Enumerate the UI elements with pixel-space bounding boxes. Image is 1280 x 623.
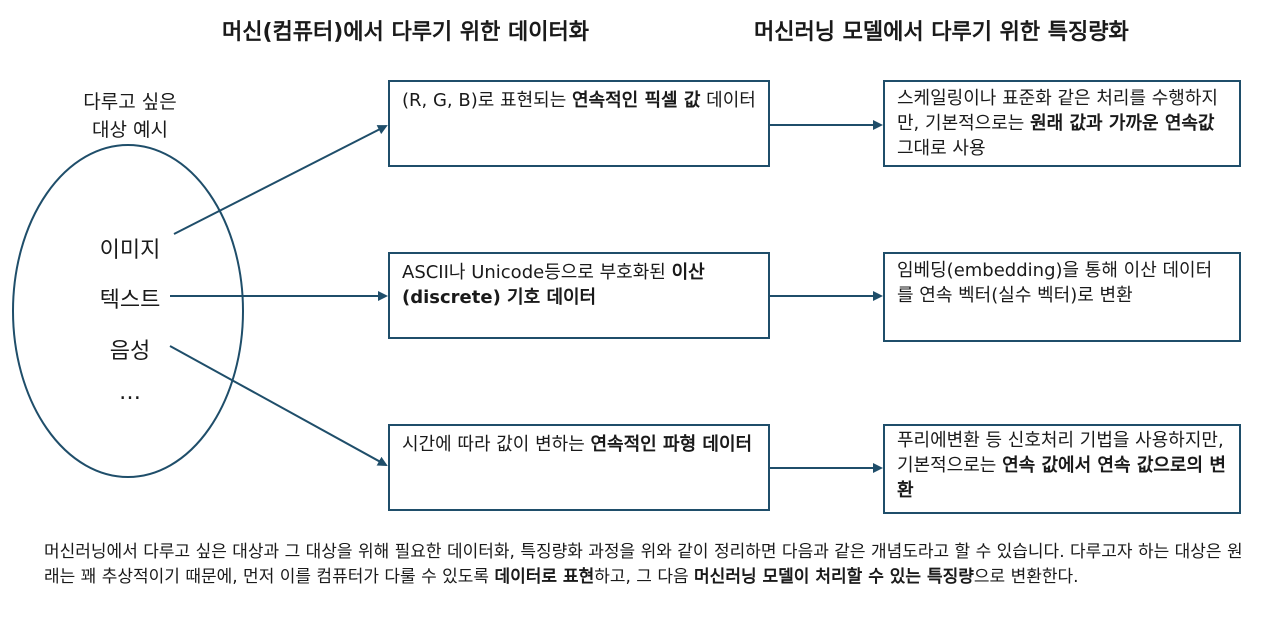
feature-box-image-bold: 원래 값과 가까운 연속값 — [1030, 113, 1215, 134]
header-datafication: 머신(컴퓨터)에서 다루기 위한 데이터화 — [222, 20, 589, 45]
data-box-audio: 시간에 따라 값이 변하는 연속적인 파형 데이터 — [388, 424, 770, 511]
feature-box-text-text: 임베딩(embedding)을 통해 이산 데이터를 연속 벡터(실수 벡터)로… — [897, 260, 1213, 306]
arrow-audio-to-data — [169, 345, 388, 466]
footer-text-2: 하고, 그 다음 — [594, 567, 695, 587]
footer-bold-2: 머신러닝 모델이 처리할 수 있는 특징량 — [694, 567, 974, 587]
data-box-text: ASCII나 Unicode등으로 부호화된 이산(discrete) 기호 데… — [388, 252, 770, 339]
data-box-image: (R, G, B)로 표현되는 연속적인 픽셀 값 데이터 — [388, 80, 770, 167]
feature-box-image: 스케일링이나 표준화 같은 처리를 수행하지만, 기본적으로는 원래 값과 가까… — [883, 80, 1241, 167]
header-featurization: 머신러닝 모델에서 다루기 위한 특징량화 — [754, 20, 1129, 45]
data-box-image-text: (R, G, B)로 표현되는 — [402, 90, 572, 111]
ellipse-title-line2: 대상 예시 — [92, 119, 168, 141]
footer-text-3: 으로 변환한다. — [973, 567, 1079, 587]
data-box-image-tail: 데이터 — [700, 90, 756, 111]
ellipse-title-line1: 다루고 싶은 — [83, 91, 177, 113]
arrow-image-to-data — [173, 125, 388, 235]
feature-box-image-text: 스케일링이나 표준화 같은 처리를 수행하지만, 기본적으로는 — [897, 88, 1218, 134]
footer-bold-1: 데이터로 표현 — [494, 567, 595, 587]
data-box-text-bold: 이산(discrete) 기호 데이터 — [402, 262, 705, 308]
target-item-text: 텍스트 — [99, 288, 161, 313]
data-box-text-text: ASCII나 Unicode등으로 부호화된 — [402, 262, 672, 283]
target-item-audio: 음성 — [109, 339, 151, 364]
data-box-audio-text: 시간에 따라 값이 변하는 — [402, 434, 591, 455]
target-item-ellipsis: … — [119, 380, 141, 405]
feature-box-text: 임베딩(embedding)을 통해 이산 데이터를 연속 벡터(실수 벡터)로… — [883, 252, 1241, 342]
feature-box-image-tail: 그대로 사용 — [897, 138, 986, 159]
target-item-image: 이미지 — [99, 238, 161, 263]
feature-box-audio-bold: 연속 값에서 연속 값으로의 변환 — [897, 455, 1226, 501]
data-box-audio-bold: 연속적인 파형 데이터 — [590, 434, 753, 455]
data-box-image-bold: 연속적인 픽셀 값 — [571, 90, 701, 111]
footer-description: 머신러닝에서 다루고 싶은 대상과 그 대상을 위해 필요한 데이터화, 특징량… — [44, 540, 1244, 590]
target-ellipse — [12, 144, 244, 478]
footer-text-1: 머신러닝에서 다루고 싶은 대상과 그 대상을 위해 필요한 데이터화, 특징량… — [44, 542, 1243, 587]
ellipse-title: 다루고 싶은 대상 예시 — [50, 88, 210, 144]
feature-box-audio-text: 푸리에변환 등 신호처리 기법을 사용하지만, 기본적으로는 — [897, 430, 1224, 476]
feature-box-audio: 푸리에변환 등 신호처리 기법을 사용하지만, 기본적으로는 연속 값에서 연속… — [883, 424, 1241, 514]
